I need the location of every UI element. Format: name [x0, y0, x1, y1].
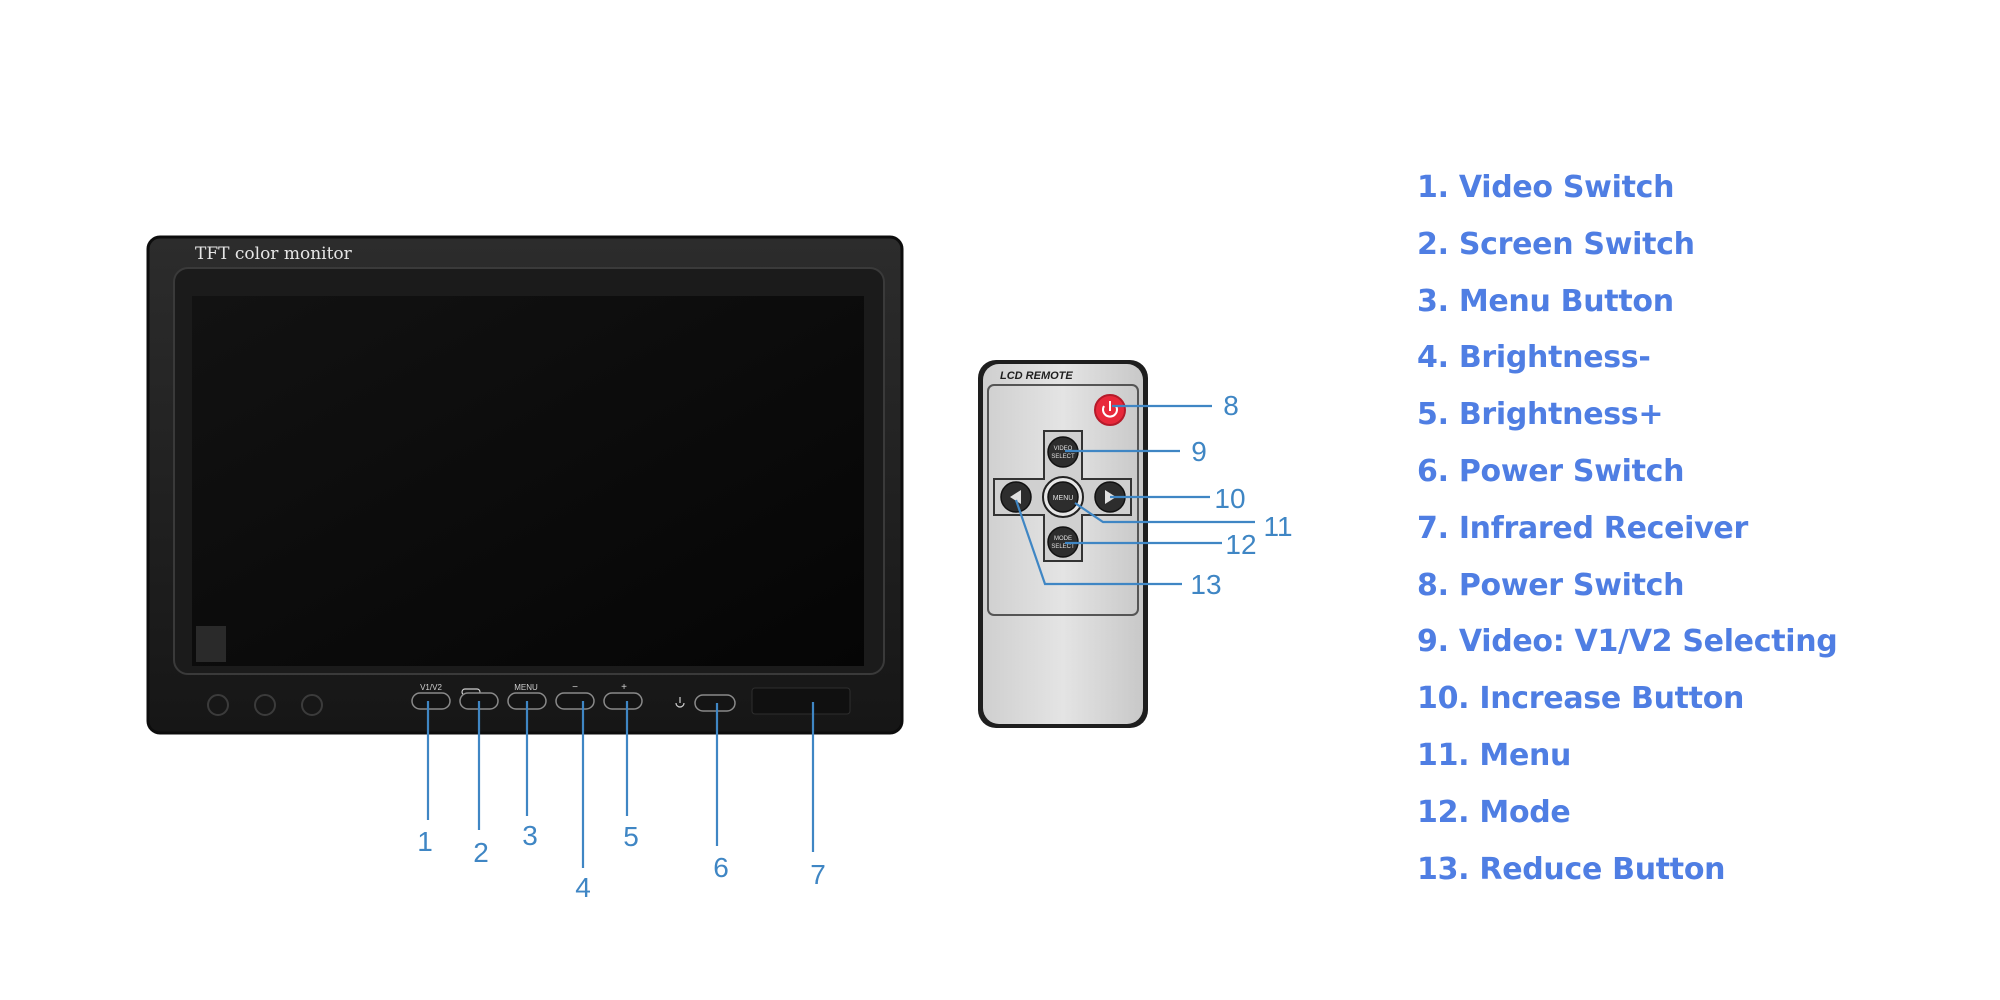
callout-number-6: 6 [713, 852, 729, 883]
power-switch-button[interactable] [694, 694, 736, 712]
legend-item: 7. Infrared Receiver [1417, 510, 1748, 546]
brightness-minus-button[interactable] [555, 692, 595, 710]
callout-line-13 [1014, 499, 1182, 586]
video-switch-button[interactable] [411, 692, 451, 710]
monitor-screen [192, 296, 864, 666]
callout-line-11 [1074, 502, 1255, 524]
power-icon [675, 697, 685, 708]
legend-item: 8. Power Switch [1417, 567, 1685, 603]
remote-menu-button[interactable] [1047, 481, 1079, 513]
callout-number-13: 13 [1190, 569, 1221, 600]
monitor-brand-text: TFT color monitor [195, 244, 353, 264]
feature-legend: 1. Video Switch 2. Screen Switch 3. Menu… [1417, 160, 1977, 898]
infrared-receiver [751, 687, 851, 715]
legend-item: 1. Video Switch [1417, 170, 1675, 205]
legend-item: 10. Increase Button [1417, 681, 1745, 717]
callout-number-4: 4 [575, 872, 591, 903]
mount-hole [207, 694, 229, 716]
legend-item: 11. Menu [1417, 737, 1572, 773]
mount-hole [301, 694, 323, 716]
callout-number-10: 10 [1214, 483, 1245, 514]
screen-corner-sticker [196, 626, 226, 662]
legend-item: 2. Screen Switch [1417, 226, 1695, 262]
left-arrow-icon [1010, 490, 1021, 504]
power-icon [1102, 401, 1118, 418]
button-label-menu: MENU [514, 683, 538, 692]
button-label-plus: + [621, 682, 627, 693]
legend-item: 4. Brightness- [1417, 340, 1651, 376]
callout-number-9: 9 [1191, 436, 1207, 467]
remote-keypad-panel [987, 384, 1139, 616]
mode-select-label: MODE [1054, 536, 1072, 542]
button-label-v1v2: V1/V2 [420, 683, 442, 692]
callout-lines [426, 404, 1255, 868]
brightness-plus-button[interactable] [603, 692, 643, 710]
remote-menu-label: MENU [1053, 495, 1074, 502]
video-select-label: VIDEO [1054, 446, 1073, 452]
legend-item: 5. Brightness+ [1417, 397, 1664, 433]
legend-item: 12. Mode [1417, 794, 1571, 830]
callout-number-3: 3 [522, 820, 538, 851]
callout-number-12: 12 [1225, 529, 1256, 560]
video-select-label: SELECT [1051, 454, 1075, 460]
callout-number-2: 2 [473, 837, 489, 868]
mode-select-label: SELECT [1051, 544, 1075, 550]
callout-number-7: 7 [810, 859, 826, 890]
legend-item: 3. Menu Button [1417, 283, 1674, 319]
remote-title: LCD REMOTE [1000, 370, 1073, 382]
legend-item: 9. Video: V1/V2 Selecting [1417, 624, 1838, 660]
legend-item: 6. Power Switch [1417, 453, 1685, 489]
callout-number-5: 5 [623, 821, 639, 852]
legend-item: 13. Reduce Button [1417, 851, 1726, 887]
mount-hole [254, 694, 276, 716]
callout-number-1: 1 [417, 826, 433, 857]
monitor: TFT color monitor V1/V2 MENU − + [146, 235, 904, 735]
callout-number-11: 11 [1263, 511, 1292, 542]
callout-number-8: 8 [1223, 390, 1239, 421]
button-label-minus: − [572, 682, 578, 693]
